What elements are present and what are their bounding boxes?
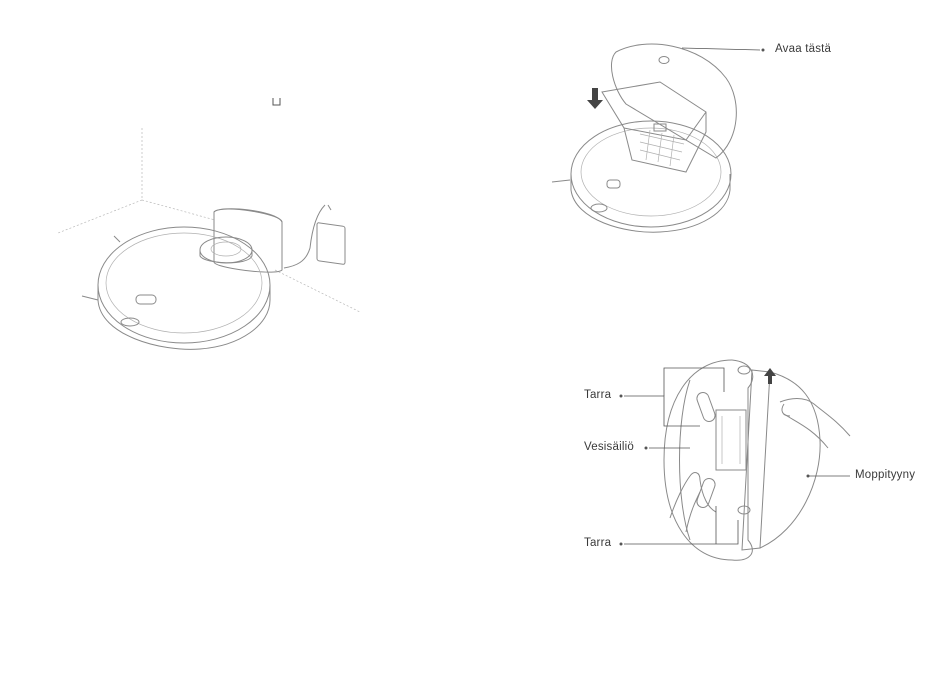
label-sticker-bottom: Tarra bbox=[584, 537, 611, 549]
label-open-here: Avaa tästä bbox=[775, 43, 831, 55]
label-mop-pad: Moppityyny bbox=[855, 469, 915, 481]
label-water-tank: Vesisäiliö bbox=[584, 441, 634, 453]
label-sticker-top: Tarra bbox=[584, 389, 611, 401]
